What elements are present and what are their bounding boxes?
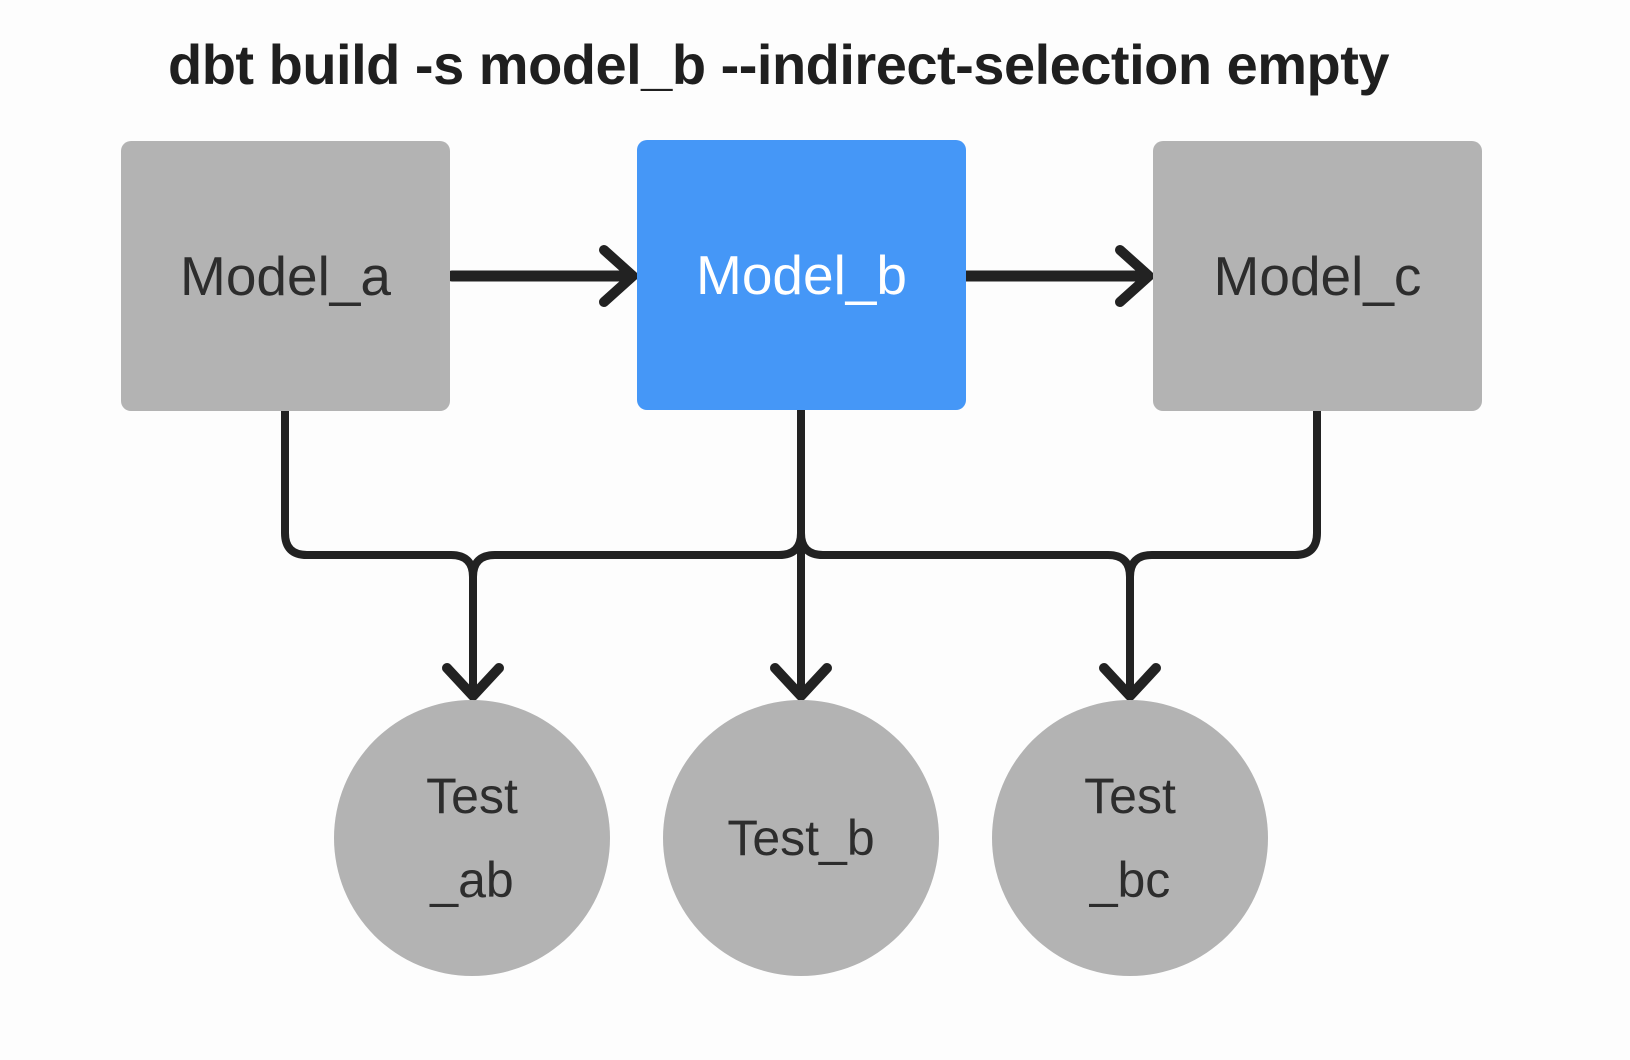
node-test-ab-label-line2: _ab — [430, 852, 514, 908]
node-test-b-label: Test_b — [727, 810, 875, 866]
node-model-a: Model_a — [121, 141, 450, 411]
node-test-ab-label-line1: Test — [426, 768, 518, 824]
edge-model-a-to-test-ab — [281, 407, 477, 694]
arrowhead-test-b — [770, 663, 832, 701]
node-test-ab: Test _ab — [334, 700, 610, 976]
node-model-c-label: Model_c — [1213, 245, 1422, 307]
arrowhead-test-bc — [1099, 663, 1161, 701]
node-model-b-selected: Model_b — [637, 140, 966, 410]
node-test-bc: Test _bc — [992, 700, 1268, 976]
diagram-title: dbt build -s model_b --indirect-selectio… — [168, 33, 1390, 96]
arrowhead-model-c — [1115, 245, 1154, 307]
node-model-a-label: Model_a — [180, 245, 391, 307]
arrowhead-model-b — [599, 245, 638, 307]
node-model-c: Model_c — [1153, 141, 1482, 411]
arrowhead-test-ab — [442, 663, 504, 701]
node-test-bc-label-line1: Test — [1084, 768, 1176, 824]
node-test-b: Test_b — [663, 700, 939, 976]
node-model-b-label: Model_b — [696, 244, 907, 306]
edge-model-b-to-test-bc — [797, 406, 1134, 694]
edge-model-c-to-test-bc — [1126, 407, 1321, 694]
edge-model-b-to-test-ab — [469, 406, 805, 694]
node-test-bc-label-line2: _bc — [1089, 852, 1171, 908]
